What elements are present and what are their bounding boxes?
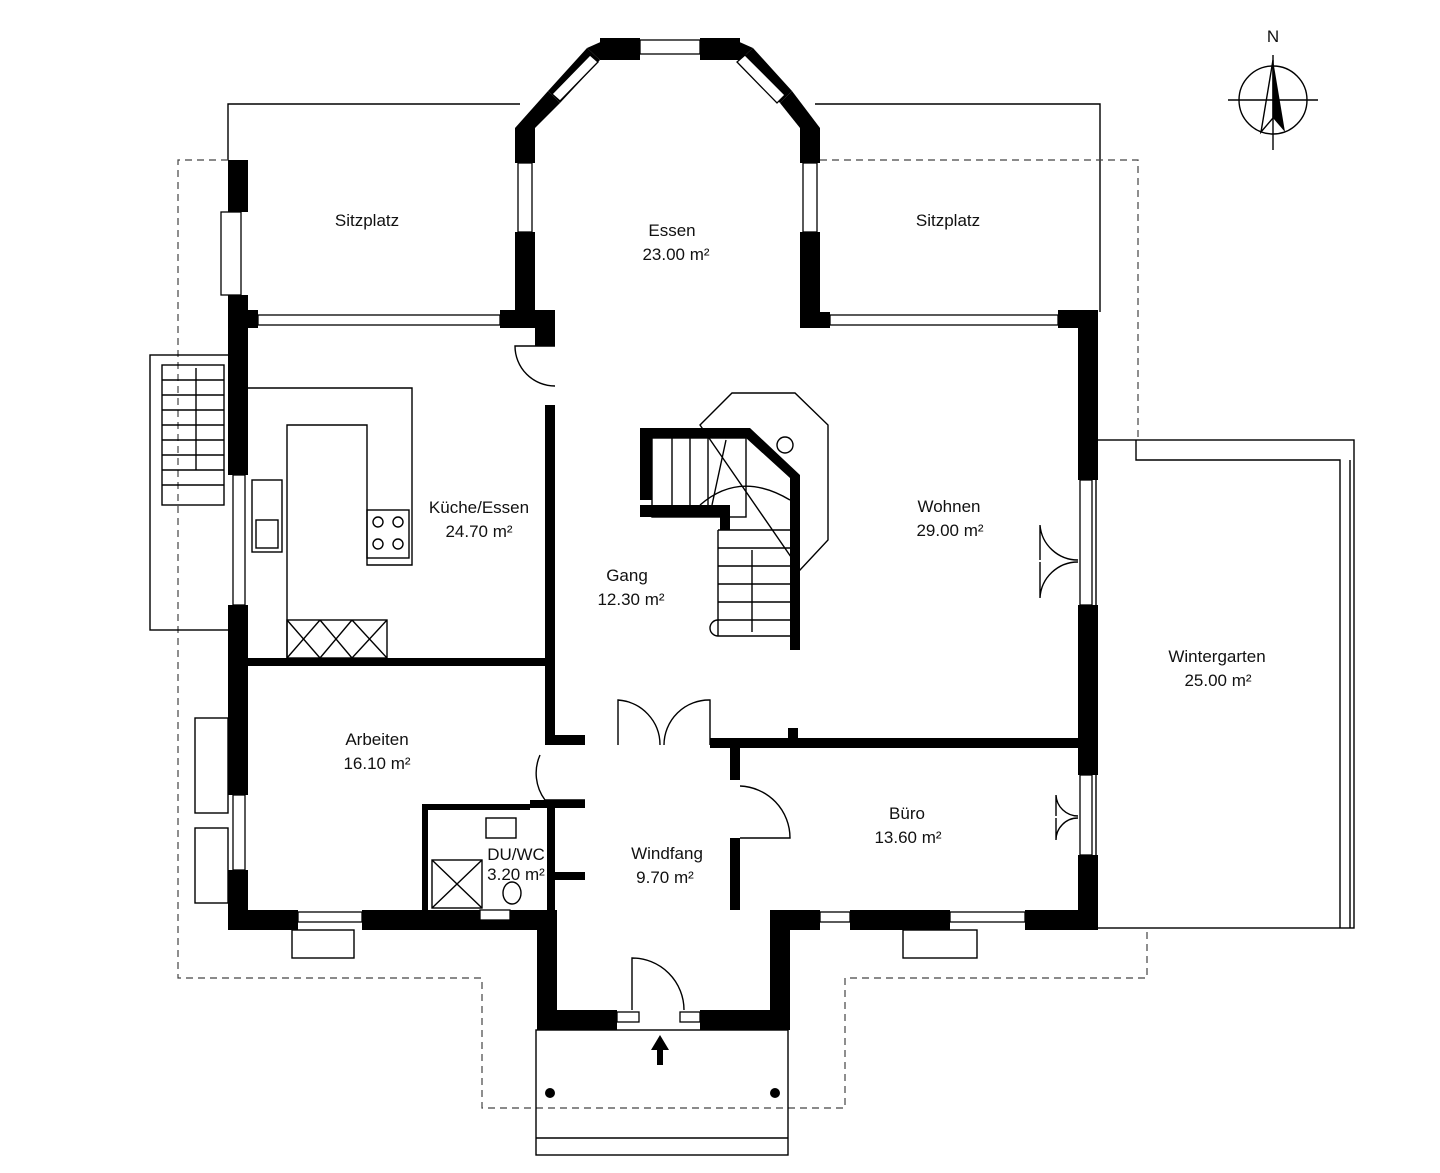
walls xyxy=(228,38,1098,1030)
essen-label: Essen xyxy=(648,221,695,240)
arbeiten-label: Arbeiten xyxy=(345,730,408,749)
bathroom-fixtures xyxy=(431,817,522,909)
wohnen-label: Wohnen xyxy=(917,497,980,516)
doors xyxy=(514,345,1079,1011)
windows xyxy=(194,39,1093,1023)
windfang-label: Windfang xyxy=(631,844,703,863)
buero-label: Büro xyxy=(889,804,925,823)
buero-area: 13.60 m² xyxy=(874,828,941,847)
wintergarten-label: Wintergarten xyxy=(1168,647,1265,666)
gang-area: 12.30 m² xyxy=(597,590,664,609)
sitzplatz-west-label: Sitzplatz xyxy=(335,211,399,230)
exterior-stairs xyxy=(149,354,237,631)
north-arrow: N xyxy=(1228,27,1318,150)
kitchen-fixtures xyxy=(248,387,413,659)
gang-label: Gang xyxy=(606,566,648,585)
staircase xyxy=(651,392,829,637)
wohnen-area: 29.00 m² xyxy=(916,521,983,540)
duwc-area: 3.20 m² xyxy=(487,865,545,884)
essen-area: 23.00 m² xyxy=(642,245,709,264)
kueche-label: Küche/Essen xyxy=(429,498,529,517)
kueche-area: 24.70 m² xyxy=(445,522,512,541)
sitzplatz-east-label: Sitzplatz xyxy=(916,211,980,230)
north-label: N xyxy=(1267,27,1279,46)
arbeiten-area: 16.10 m² xyxy=(343,754,410,773)
room-labels: Sitzplatz Essen 23.00 m² Sitzplatz Küche… xyxy=(335,211,1266,887)
roof-outline xyxy=(177,103,1148,1156)
entrance-marks xyxy=(545,1035,780,1098)
windfang-area: 9.70 m² xyxy=(636,868,694,887)
duwc-label: DU/WC xyxy=(487,845,545,864)
wintergarten-area: 25.00 m² xyxy=(1184,671,1251,690)
